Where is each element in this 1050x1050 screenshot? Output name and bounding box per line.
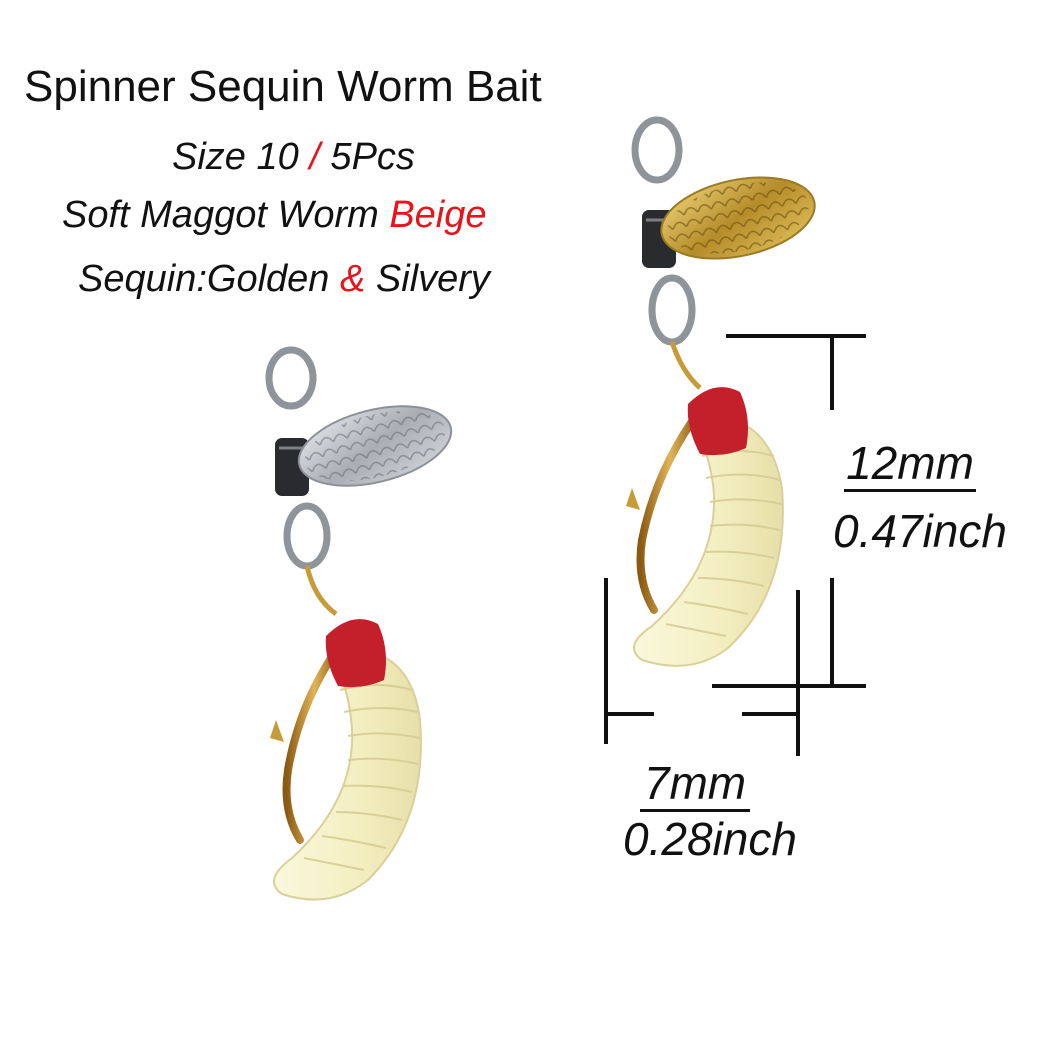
red-worm-head-icon [687, 387, 748, 456]
sequin-silvery-text: Silvery [365, 258, 490, 300]
swivel-loop-icon [283, 502, 331, 570]
worm-line: Soft Maggot Worm Beige [62, 194, 487, 237]
sequin-line: Sequin:Golden & Silvery [78, 258, 490, 301]
sequin-ampersand: & [339, 258, 366, 300]
sequin-text: Sequin:Golden [78, 258, 340, 300]
worm-text: Soft Maggot Worm [62, 194, 390, 236]
length-mm-label: 12mm [830, 436, 990, 492]
swivel-ring-icon [265, 346, 317, 410]
swivel-ring-icon [631, 116, 683, 184]
dimension-markers [604, 334, 866, 756]
worm-color-text: Beige [389, 194, 487, 236]
width-mm-text: 7mm [639, 759, 751, 812]
size-text: Size 10 [172, 136, 310, 178]
beige-worm-icon [633, 415, 784, 667]
length-mm-text: 12mm [844, 439, 976, 492]
red-worm-head-icon [325, 619, 386, 688]
width-mm-label: 7mm [620, 756, 770, 812]
gold-lure [626, 116, 816, 667]
silver-lure [265, 346, 453, 901]
gold-hook-icon [282, 638, 346, 844]
swivel-loop-icon [648, 274, 696, 346]
length-inch-label: 0.47inch [833, 505, 1007, 557]
gold-hook-icon [636, 406, 704, 614]
beige-worm-icon [273, 647, 422, 901]
size-line: Size 10 / 5Pcs [172, 136, 415, 179]
pieces-text: 5Pcs [319, 136, 415, 178]
size-slash: / [309, 136, 320, 178]
width-inch-label: 0.28inch [623, 813, 797, 865]
product-title: Spinner Sequin Worm Bait [24, 62, 542, 111]
